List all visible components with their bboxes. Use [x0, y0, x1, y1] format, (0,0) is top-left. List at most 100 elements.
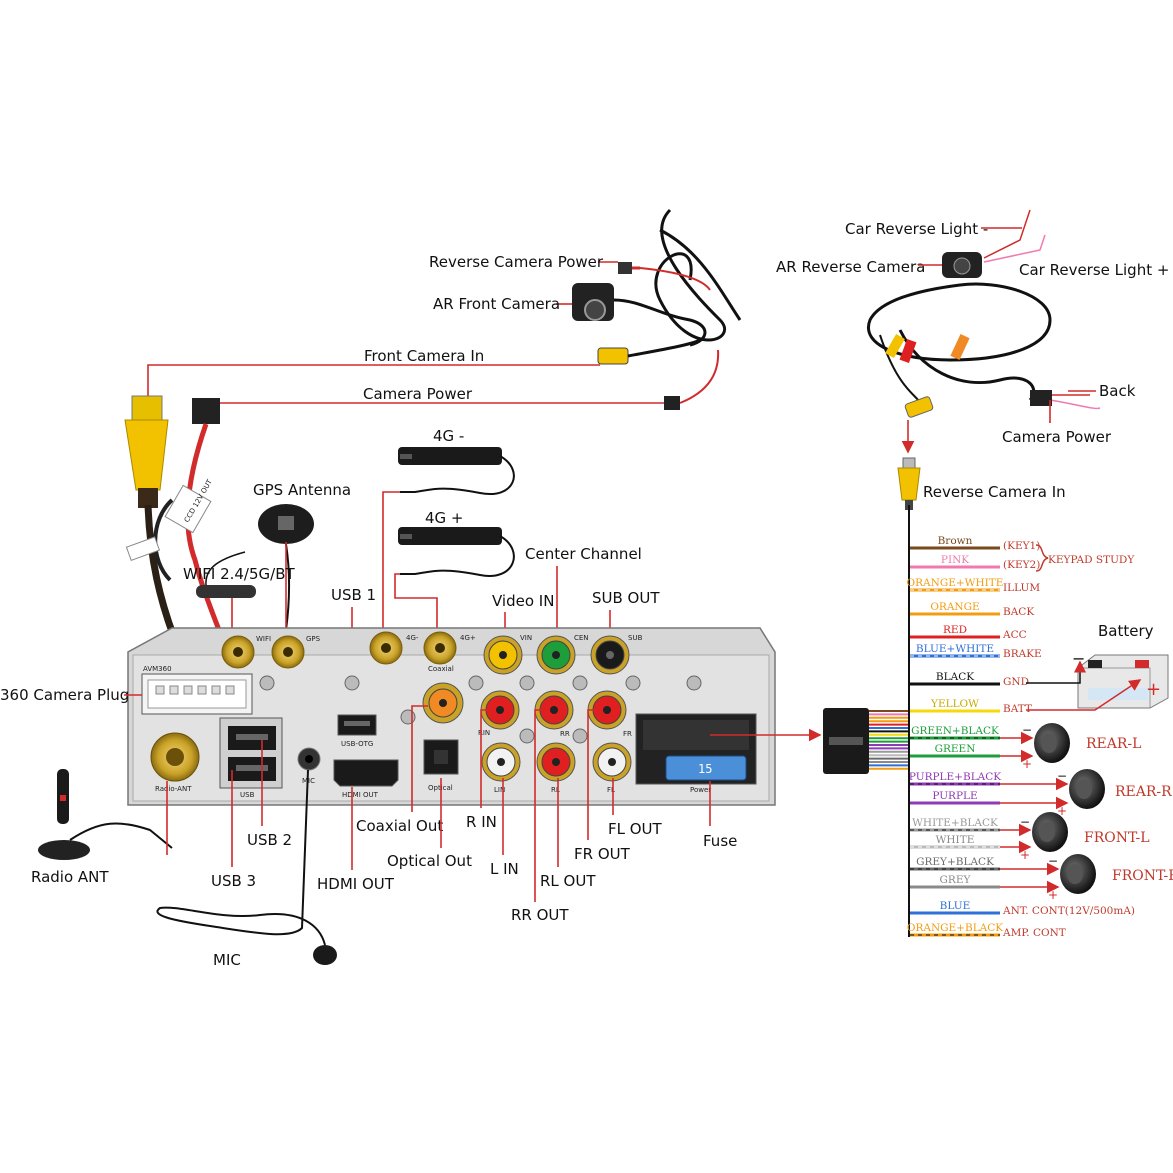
fr-out-label: FR OUT: [574, 845, 631, 863]
coaxial-out-label: Coaxial Out: [356, 817, 443, 835]
wire-function: ANT. CONT(12V/500mA): [1002, 905, 1135, 917]
wire-name: GREY+BLACK: [916, 856, 994, 868]
harness-plug-wires: [869, 710, 909, 770]
wire-name: WHITE: [936, 834, 975, 846]
wifi-label: WIFI 2.4/5G/BT: [183, 565, 295, 583]
wire-function: BATT: [1003, 703, 1032, 715]
ar-front-camera-label: AR Front Camera: [433, 295, 560, 313]
svg-text:VIN: VIN: [520, 634, 532, 642]
power-connector: 15 Power: [635, 713, 757, 794]
l-in-label: L IN: [490, 860, 519, 878]
wire-function: ACC: [1002, 629, 1027, 641]
wire-name: GREY: [940, 874, 972, 886]
wire-row: WHITE: [910, 834, 1000, 849]
svg-text:RIN: RIN: [478, 729, 490, 737]
svg-text:FR: FR: [623, 730, 632, 738]
svg-text:FL: FL: [607, 786, 615, 794]
radio-ant-label: Radio ANT: [31, 868, 109, 886]
wire-row: GREY+BLACK: [910, 856, 1000, 871]
svg-text:CEN: CEN: [574, 634, 589, 642]
svg-text:RR: RR: [560, 730, 570, 738]
optical-out-label: Optical Out: [387, 852, 472, 870]
speaker: −+REAR-R: [1000, 769, 1172, 818]
battery-label: Battery: [1098, 622, 1154, 640]
usb2-label: USB 2: [247, 831, 292, 849]
fl-socket: FL: [592, 742, 632, 794]
usb1-label: USB 1: [331, 586, 376, 604]
svg-text:4G+: 4G+: [460, 634, 476, 642]
wire-name: YELLOW: [930, 698, 979, 710]
svg-text:HDMI OUT: HDMI OUT: [342, 791, 379, 799]
wire-name: BLUE: [940, 900, 971, 912]
wire-row: YELLOW BATT: [910, 698, 1032, 715]
wire-row: BLUE ANT. CONT(12V/500mA): [910, 900, 1135, 917]
speaker-label: REAR-L: [1086, 736, 1141, 752]
avm360-plug: AVM360: [141, 665, 253, 715]
reverse-camera-in-label: Reverse Camera In: [923, 483, 1066, 501]
camera-power-label: Camera Power: [363, 385, 473, 403]
wire-function: AMP. CONT: [1002, 927, 1066, 939]
wire-row: Brown (KEY1): [910, 535, 1040, 552]
wire-function: ILLUM: [1003, 582, 1040, 594]
mic-label: MIC: [213, 951, 241, 969]
battery-minus-sign: −: [1072, 649, 1085, 668]
speaker-label: FRONT-R: [1112, 868, 1173, 884]
wifi-socket: WIFI: [221, 635, 271, 669]
wire-row: PURPLE+BLACK: [909, 771, 1001, 786]
ant-4g-minus-label: 4G -: [433, 427, 464, 445]
sub-out-label: SUB OUT: [592, 589, 660, 607]
wire-name: PINK: [941, 554, 969, 566]
speaker-label: REAR-R: [1115, 784, 1172, 800]
svg-text:USB-OTG: USB-OTG: [341, 740, 373, 748]
ant-4g-plus-label: 4G +: [425, 509, 464, 527]
front-camera-in-line: [147, 364, 600, 398]
speaker-plus-sign: +: [1057, 804, 1067, 818]
l-in-socket: LIN: [481, 742, 521, 794]
antenna-4g-minus: [398, 447, 515, 496]
gps-antenna-label: GPS Antenna: [253, 481, 351, 499]
antenna-4g-plus: [398, 527, 515, 577]
wire-name: RED: [943, 624, 967, 636]
wire-name: Brown: [938, 535, 973, 547]
wire-row: RED ACC: [910, 624, 1027, 641]
svg-text:WIFI: WIFI: [256, 635, 271, 643]
svg-text:Power: Power: [690, 786, 711, 794]
speaker-plus-sign: +: [1020, 848, 1030, 862]
wire-row: GREEN: [910, 743, 1000, 758]
rl-out-label: RL OUT: [540, 872, 596, 890]
usb3-label: USB 3: [211, 872, 256, 890]
svg-text:4G-: 4G-: [406, 634, 419, 642]
wire-name: WHITE+BLACK: [912, 817, 998, 829]
radio-antenna-icon: [38, 769, 173, 860]
center-socket: CEN: [536, 634, 589, 675]
wire-function: (KEY1): [1003, 540, 1040, 552]
speaker-plus-sign: +: [1048, 888, 1058, 902]
back-label: Back: [1099, 382, 1136, 400]
camera-plug-label: 360 Camera Plug: [0, 686, 129, 704]
speaker-plus-sign: +: [1022, 757, 1032, 771]
wire-function: BACK: [1003, 606, 1034, 618]
wire-name: BLACK: [936, 671, 974, 683]
wire-name: GREEN: [935, 743, 976, 755]
wire-name: GREEN+BLACK: [911, 725, 999, 737]
speaker-minus-sign: −: [1020, 815, 1030, 829]
wire-name: ORANGE+WHITE: [907, 577, 1004, 589]
keypad-study-label: KEYPAD STUDY: [1048, 554, 1135, 566]
wire-row: BLACK GND: [910, 671, 1029, 688]
mic-cable-icon: [156, 769, 337, 965]
head-unit-rear-panel: WIFI GPS 4G- 4G+ Coaxial VIN: [127, 627, 776, 806]
speaker-minus-sign: −: [1022, 723, 1032, 737]
wire-name: PURPLE: [932, 790, 977, 802]
wire-function: GND: [1003, 676, 1029, 688]
speaker-label: FRONT-L: [1084, 830, 1150, 846]
ar-reverse-camera-label: AR Reverse Camera: [776, 258, 925, 276]
fl-out-label: FL OUT: [608, 820, 663, 838]
radio-ant-socket: Radio-ANT: [150, 732, 200, 793]
fuse-label: Fuse: [703, 832, 737, 850]
svg-text:SUB: SUB: [628, 634, 643, 642]
center-channel-label: Center Channel: [525, 545, 642, 563]
wire-row: GREEN+BLACK: [910, 725, 1000, 740]
